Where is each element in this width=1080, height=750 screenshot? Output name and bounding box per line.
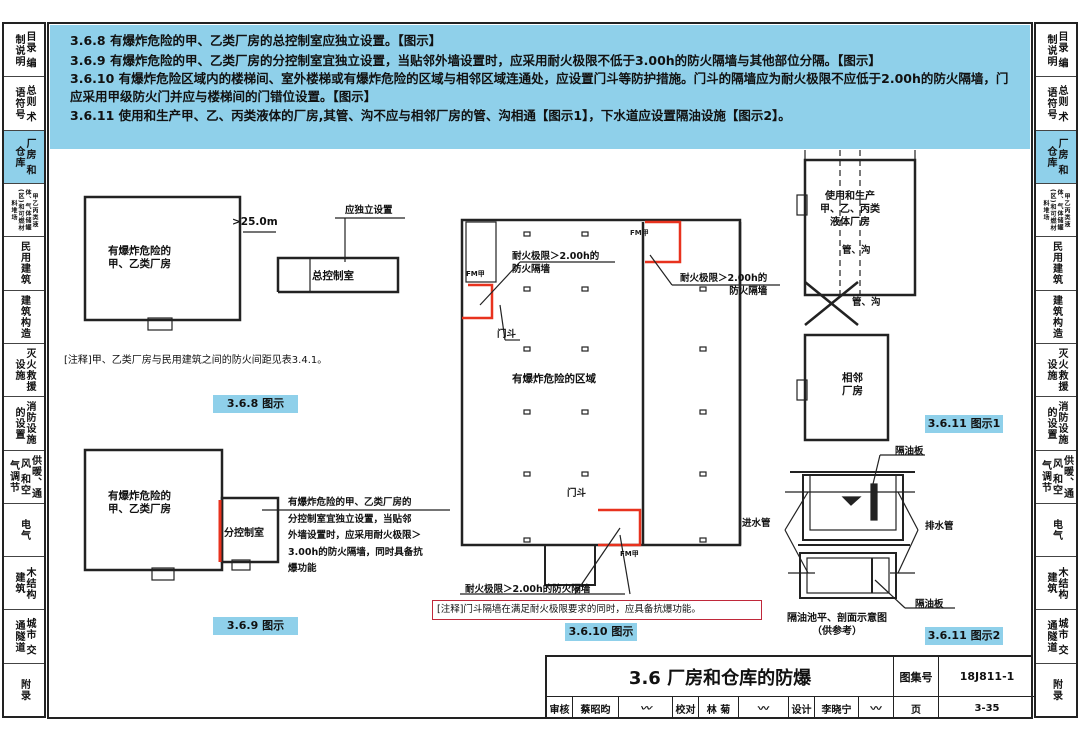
tab-rescue[interactable]: 灭火救援 设施	[1036, 344, 1076, 398]
tab-timber[interactable]: 木结构 建筑	[1036, 557, 1076, 611]
fig3611-oil-plate-1: 隔油板	[895, 446, 924, 457]
fig368-building-label: 有爆炸危险的 甲、乙类厂房	[108, 245, 171, 270]
fig3611-oil-plate-2: 隔油板	[915, 599, 944, 610]
review-label: 审核	[547, 697, 573, 719]
fig369-caption: 3.6.9 图示	[213, 617, 298, 635]
fig3610-door-label-2: 门斗	[567, 488, 587, 499]
fig3610-wall-label-1: 耐火极限＞2.00h的 防火隔墙	[512, 251, 600, 275]
fig3611-pipe-label-2: 管、沟	[852, 297, 881, 308]
reviewer-signature: 〰	[619, 697, 673, 719]
fig-3-6-9-plan	[83, 448, 450, 581]
tab-contents[interactable]: 目录 编制说明	[1036, 24, 1076, 78]
page-number: 3-35	[974, 702, 1000, 714]
tab-general[interactable]: 总则 术语符号	[4, 77, 44, 131]
fig3610-caption: 3.6.10 图示	[565, 623, 637, 641]
tab-factory[interactable]: 厂房 和仓库	[1036, 130, 1076, 184]
clause-3-6-10: 3.6.10 有爆炸危险区域内的楼梯间、室外楼梯或有爆炸危险的区域与相邻区域连通…	[70, 71, 1009, 104]
fig-3-6-11-2	[784, 454, 955, 609]
design-label: 设计	[789, 697, 815, 719]
tab-factory[interactable]: 厂房 和仓库	[4, 130, 44, 184]
tab-tanks[interactable]: 甲乙丙类液体、气体储罐(区)和可燃材料堆场	[1036, 184, 1076, 238]
fig3610-note: [注释]门斗隔墙在满足耐火极限要求的同时，应具备抗爆功能。	[432, 600, 762, 620]
fig3610-zone-label: 有爆炸危险的区域	[512, 373, 596, 385]
fig3611-inlet-pipe: 进水管	[742, 518, 771, 529]
title-block: 3.6 厂房和仓库的防爆 图集号 18J811-1 审核 蔡昭昀 〰 校对 林 …	[545, 655, 1035, 719]
fig3611-1-caption: 3.6.11 图示1	[925, 415, 1003, 433]
fig3610-fire-door: FM甲	[630, 229, 649, 237]
tab-construction[interactable]: 建筑构造	[4, 291, 44, 344]
tab-hvac[interactable]: 供暖、通风 和空气调节	[1036, 451, 1076, 504]
fig-3-6-11-1	[796, 150, 917, 442]
fig3611-2-caption: 3.6.11 图示2	[925, 627, 1003, 645]
clause-3-6-11: 3.6.11 使用和生产甲、乙、丙类液体的厂房,其管、沟不应与相邻厂房的管、沟相…	[70, 108, 791, 123]
reviewer-name: 蔡昭昀	[573, 697, 619, 719]
fig368-caption: 3.6.8 图示	[213, 395, 298, 413]
sheet-title: 3.6 厂房和仓库的防爆	[547, 657, 894, 697]
tab-general[interactable]: 总则 术语符号	[1036, 77, 1076, 131]
page-label: 页	[894, 697, 939, 719]
drawing-frame	[47, 22, 1033, 719]
fig369-description: 有爆炸危险的甲、乙类厂房的 分控制室宜独立设置，当贴邻 外墙设置时，应采用耐火极…	[288, 497, 423, 574]
fig369-building-label: 有爆炸危险的 甲、乙类厂房	[108, 490, 171, 515]
designer-name: 李晓宁	[815, 697, 859, 719]
right-tab-strip: 目录 编制说明 总则 术语符号 厂房 和仓库 甲乙丙类液体、气体储罐(区)和可燃…	[1034, 22, 1078, 718]
tab-civil[interactable]: 民用建筑	[1036, 237, 1076, 291]
check-label: 校对	[673, 697, 699, 719]
tab-appendix[interactable]: 附录	[18, 678, 30, 701]
tab-contents[interactable]: 目录 编制说明	[4, 24, 44, 78]
tab-electrical[interactable]: 电气	[4, 504, 44, 558]
fig3610-fire-door: FM甲	[620, 550, 639, 558]
fig-3-6-8-plan	[83, 195, 405, 331]
checker-name: 林 菊	[699, 697, 739, 719]
fig369-control-room: 分控制室	[224, 528, 264, 539]
tab-tunnel[interactable]: 城市 交通隧道	[4, 610, 44, 664]
tab-electrical[interactable]: 电气	[1036, 504, 1076, 558]
fig368-note: [注释]甲、乙类厂房与民用建筑之间的防火间距见表3.4.1。	[64, 355, 328, 366]
atlas-number: 18J811-1	[939, 657, 1035, 697]
fig-3-6-10-plan	[460, 218, 780, 595]
tab-civil[interactable]: 民用建筑	[4, 237, 44, 291]
fig3611-2-title: 隔油池平、剖面示意图 （供参考）	[787, 613, 887, 637]
tab-appendix[interactable]: 附录	[1050, 678, 1062, 701]
tab-construction[interactable]: 建筑构造	[1036, 291, 1076, 344]
clause-3-6-8: 3.6.8 有爆炸危险的甲、乙类厂房的总控制室应独立设置。【图示】	[70, 33, 442, 48]
tab-rescue[interactable]: 灭火救援 设施	[4, 344, 44, 398]
tab-tanks[interactable]: 甲乙丙类液体、气体储罐(区)和可燃材料堆场	[4, 184, 44, 238]
tab-fire-facilities[interactable]: 消防设施 的设置	[1036, 397, 1076, 451]
fig3611-outlet-pipe: 排水管	[925, 521, 954, 532]
fig368-control-room: 总控制室	[312, 270, 354, 282]
fig368-distance: >25.0m	[232, 216, 278, 228]
clause-text-block: 3.6.8 有爆炸危险的甲、乙类厂房的总控制室应独立设置。【图示】 3.6.9 …	[50, 25, 1030, 149]
column-markers	[523, 231, 707, 543]
fig3611-pipe-label-1: 管、沟	[842, 245, 871, 256]
fig3610-wall-label-3: 耐火极限＞2.00h的防火隔墙	[465, 584, 591, 595]
left-tab-strip: 目录 编制说明 总则 术语符号 厂房 和仓库 甲乙丙类液体、气体储罐(区)和可燃…	[2, 22, 46, 718]
fig3611-adjacent-building: 相邻 厂房	[842, 372, 863, 397]
checker-signature: 〰	[739, 697, 789, 719]
atlas-label: 图集号	[894, 657, 939, 697]
fig3610-fire-door: FM甲	[466, 270, 485, 278]
clause-3-6-9: 3.6.9 有爆炸危险的甲、乙类厂房的分控制室宜独立设置，当贴邻外墙设置时，应采…	[70, 52, 881, 68]
tab-timber[interactable]: 木结构 建筑	[4, 557, 44, 611]
fig3610-door-label-1: 门斗	[497, 329, 517, 340]
tab-tunnel[interactable]: 城市 交通隧道	[1036, 610, 1076, 664]
tab-fire-facilities[interactable]: 消防设施 的设置	[4, 397, 44, 451]
fig368-callout: 应独立设置	[345, 205, 393, 216]
fig3611-top-building: 使用和生产 甲、乙、丙类 液体厂房	[820, 191, 880, 228]
designer-signature: 〰	[859, 697, 894, 719]
tab-hvac[interactable]: 供暖、通风 和空气调节	[4, 451, 44, 504]
fig3610-wall-label-2: 耐火极限＞2.00h的 防火隔墙	[680, 273, 768, 297]
